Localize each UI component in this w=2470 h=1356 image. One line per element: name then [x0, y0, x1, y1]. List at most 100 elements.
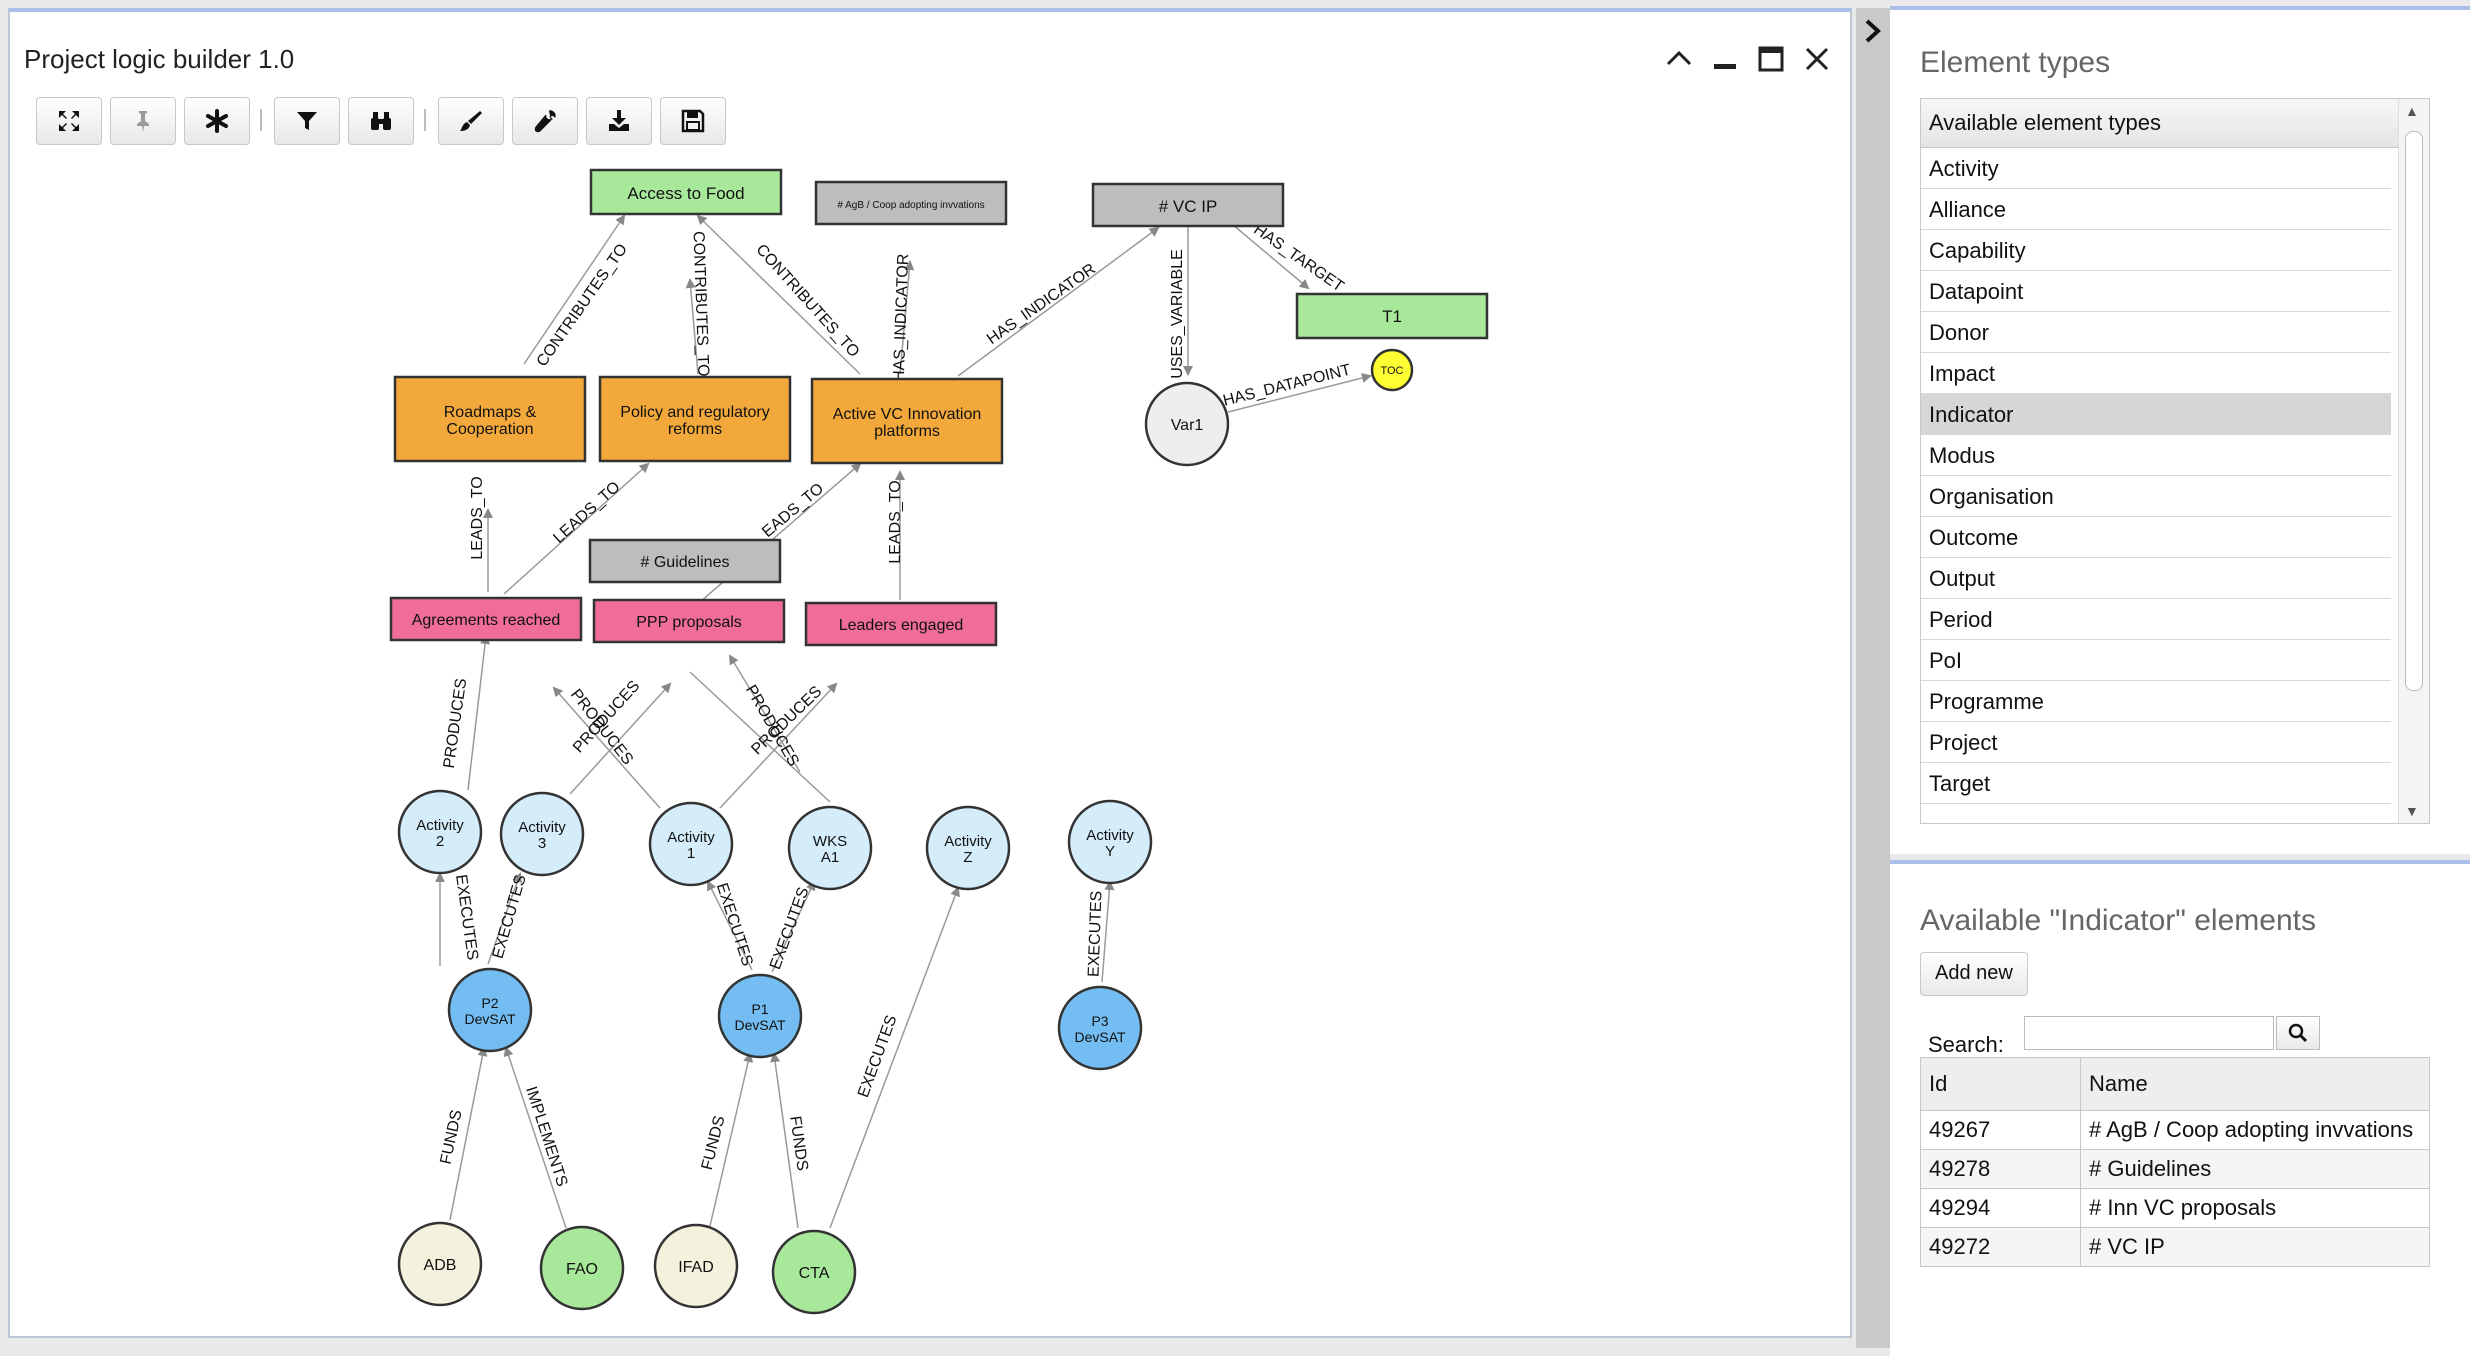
wrench-icon [534, 110, 556, 133]
node-label: Var1 [1171, 417, 1204, 434]
node-fao[interactable]: FAO [539, 1225, 625, 1311]
node-label: P1 [751, 1001, 768, 1017]
node-activity-1[interactable]: Activity 1 [648, 801, 734, 887]
node-adb[interactable]: ADB [397, 1221, 483, 1307]
list-item[interactable]: Datapoint [1921, 271, 2391, 312]
node-access-to-food[interactable]: Access to Food [589, 168, 783, 216]
list-item[interactable]: Output [1921, 558, 2391, 599]
cell-name: # AgB / Coop adopting invvations [2080, 1110, 2430, 1150]
list-item[interactable]: PoI [1921, 640, 2391, 681]
scrollbar[interactable]: ▲ ▼ [2398, 99, 2429, 823]
node-activity-z[interactable]: Activity Z [925, 805, 1011, 891]
node-guidelines[interactable]: # Guidelines [588, 538, 782, 584]
pin-button[interactable] [110, 97, 176, 145]
toolbar-separator [424, 109, 426, 131]
list-item[interactable]: Outcome [1921, 517, 2391, 558]
chevron-right-icon[interactable] [1860, 16, 1886, 46]
toolbar-separator [260, 109, 262, 131]
pin-icon [137, 111, 149, 132]
node-agreements[interactable]: Agreements reached [389, 596, 583, 642]
node-p1[interactable]: P1 DevSAT [717, 973, 803, 1059]
list-item-selected[interactable]: Indicator [1921, 394, 2391, 435]
wrench-button[interactable] [512, 97, 578, 145]
cell-id: 49294 [1920, 1188, 2081, 1228]
filter-button[interactable] [274, 97, 340, 145]
node-toc[interactable]: TOC [1370, 348, 1414, 392]
scroll-up-icon[interactable]: ▲ [2405, 103, 2419, 119]
minimize-icon[interactable] [1708, 42, 1742, 76]
node-policy[interactable]: Policy and regulatory reforms [598, 375, 792, 463]
cell-name: # Guidelines [2080, 1149, 2430, 1189]
binoculars-button[interactable] [348, 97, 414, 145]
scroll-down-icon[interactable]: ▼ [2405, 803, 2419, 819]
panel-splitter[interactable] [1856, 8, 1890, 1348]
scrollbar-thumb[interactable] [2405, 131, 2423, 691]
list-item[interactable]: Capability [1921, 230, 2391, 271]
table-row[interactable]: 49294 # Inn VC proposals [1920, 1188, 2430, 1228]
add-new-button[interactable]: Add new [1920, 952, 2028, 996]
node-vc-ip[interactable]: # VC IP [1091, 182, 1285, 228]
asterisk-button[interactable] [184, 97, 250, 145]
node-roadmaps[interactable]: Roadmaps & Cooperation [393, 375, 587, 463]
edge-label: HAS_INDICATOR [984, 261, 1099, 349]
node-label: DevSAT [734, 1017, 786, 1033]
list-item[interactable]: Target [1921, 763, 2391, 804]
collapse-icon[interactable] [1662, 42, 1696, 76]
node-activity-y[interactable]: Activity Y [1067, 799, 1153, 885]
node-active-vc[interactable]: Active VC Innovation platforms [810, 377, 1004, 465]
node-label: T1 [1382, 307, 1402, 326]
list-item[interactable]: Donor [1921, 312, 2391, 353]
table-row[interactable]: 49267 # AgB / Coop adopting invvations [1920, 1110, 2430, 1150]
node-p3[interactable]: P3 DevSAT [1057, 985, 1143, 1071]
list-item[interactable]: Activity [1921, 148, 2391, 189]
edge [569, 682, 672, 795]
node-ifad[interactable]: IFAD [653, 1223, 739, 1309]
table-row[interactable]: 49272 # VC IP [1920, 1227, 2430, 1267]
node-label: CTA [799, 1265, 830, 1282]
list-item[interactable]: Period [1921, 599, 2391, 640]
node-leaders[interactable]: Leaders engaged [804, 601, 998, 647]
node-label: Activity [416, 817, 464, 834]
node-agb-coop[interactable]: # AgB / Coop adopting invvations [814, 180, 1008, 226]
list-item[interactable]: Modus [1921, 435, 2391, 476]
brush-button[interactable] [438, 97, 504, 145]
node-label: IFAD [678, 1259, 714, 1276]
list-item[interactable]: Impact [1921, 353, 2391, 394]
cell-id: 49272 [1920, 1227, 2081, 1267]
node-cta[interactable]: CTA [771, 1229, 857, 1315]
close-icon[interactable] [1800, 42, 1834, 76]
cell-name: # VC IP [2080, 1227, 2430, 1267]
list-item[interactable]: Programme [1921, 681, 2391, 722]
search-button[interactable] [2276, 1016, 2320, 1050]
cell-id: 49278 [1920, 1149, 2081, 1189]
node-label: # Guidelines [641, 554, 730, 571]
logic-graph[interactable]: CONTRIBUTES_TO CONTRIBUTES_TO CONTRIBUTE… [10, 12, 1850, 1332]
edge [1101, 880, 1115, 983]
column-header-id[interactable]: Id [1920, 1057, 2081, 1111]
node-var1[interactable]: Var1 [1144, 381, 1230, 467]
graph-window: Project logic builder 1.0 [8, 8, 1852, 1338]
indicator-elements-panel: Available "Indicator" elements Add new S… [1890, 860, 2470, 1356]
node-label: WKS [813, 833, 847, 850]
list-item[interactable]: Alliance [1921, 189, 2391, 230]
search-input[interactable] [2024, 1016, 2274, 1050]
element-types-list[interactable]: Available element types Activity Allianc… [1920, 98, 2430, 824]
node-label: Y [1105, 843, 1115, 860]
graph-circle-nodes: Var1 TOC Activity 2 Activity 3 Activity … [397, 348, 1414, 1315]
list-item[interactable]: Project [1921, 722, 2391, 763]
download-button[interactable] [586, 97, 652, 145]
table-row[interactable]: 49278 # Guidelines [1920, 1149, 2430, 1189]
maximize-icon[interactable] [1754, 42, 1788, 76]
fullscreen-button[interactable] [36, 97, 102, 145]
list-item[interactable]: Organisation [1921, 476, 2391, 517]
node-label: TOC [1380, 365, 1403, 377]
node-p2[interactable]: P2 DevSAT [447, 967, 533, 1053]
node-ppp[interactable]: PPP proposals [592, 598, 786, 644]
node-wks-a1[interactable]: WKS A1 [787, 805, 873, 891]
node-activity-2[interactable]: Activity 2 [397, 789, 483, 875]
edge-label: EXECUTES [1086, 890, 1106, 977]
node-activity-3[interactable]: Activity 3 [499, 791, 585, 877]
save-button[interactable] [660, 97, 726, 145]
node-t1[interactable]: T1 [1295, 292, 1489, 340]
column-header-name[interactable]: Name [2080, 1057, 2430, 1111]
